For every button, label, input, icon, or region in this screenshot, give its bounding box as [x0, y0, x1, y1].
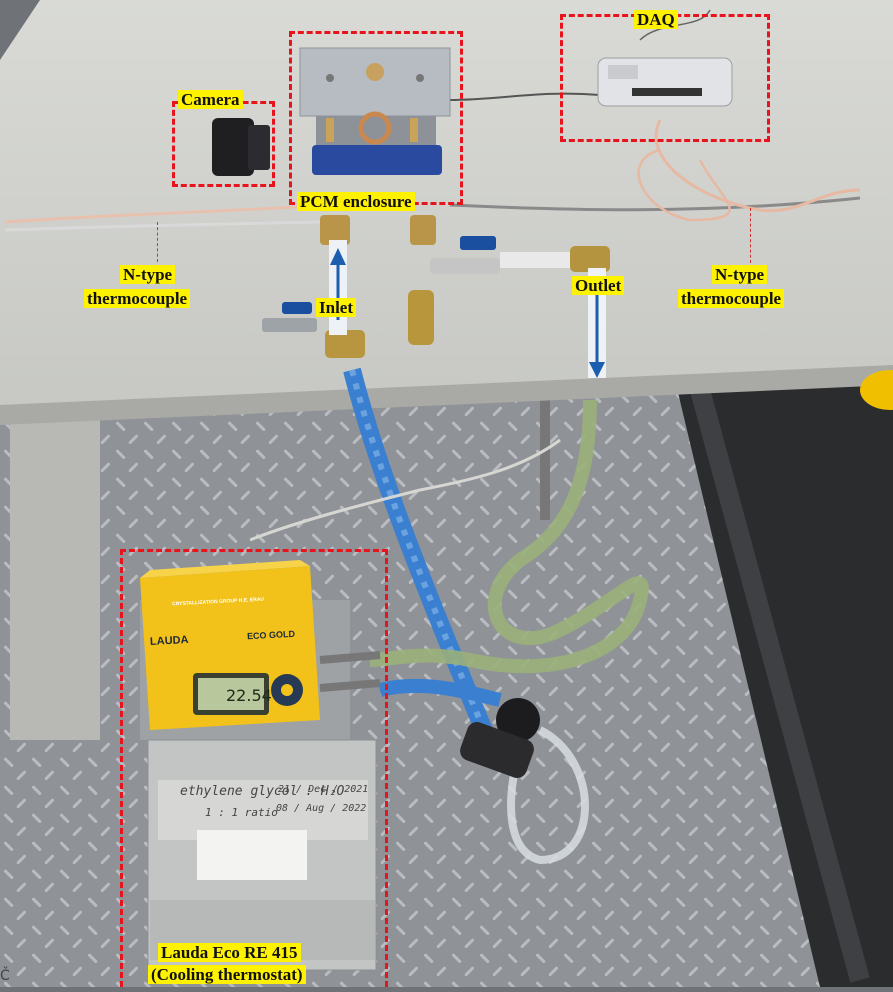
- pcm-enclosure-label: PCM enclosure: [297, 192, 415, 211]
- note-line2: 1 : 1 ratio: [205, 806, 278, 819]
- daq-label: DAQ: [634, 10, 678, 29]
- outlet-label: Outlet: [572, 276, 625, 295]
- note-line1: ethylene glycol : H₂O: [180, 784, 345, 799]
- camera-highlight-box: [172, 101, 275, 187]
- pcm-enclosure-highlight-box: [289, 31, 463, 205]
- note-line4: 08 / Aug / 2022: [276, 803, 367, 814]
- right-thermocouple-label-line1: N-type: [712, 265, 768, 284]
- daq-highlight-box: [560, 14, 770, 142]
- thermostat-label-line1: Lauda Eco RE 415: [158, 943, 301, 962]
- thermostat-highlight-box: [120, 549, 388, 987]
- inlet-label: Inlet: [316, 298, 356, 317]
- left-thermocouple-label-line1: N-type: [120, 265, 176, 284]
- note-line3: 21 / Dec / 2021: [278, 784, 369, 795]
- right-thermocouple-pointer: [750, 208, 751, 263]
- camera-label: Camera: [178, 90, 243, 109]
- left-thermocouple-pointer: [157, 222, 158, 262]
- right-thermocouple-label-line2: thermocouple: [678, 289, 785, 308]
- left-thermocouple-label-line2: thermocouple: [84, 289, 191, 308]
- thermostat-label-line2: (Cooling thermostat): [148, 965, 306, 984]
- corner-mark: Č: [0, 968, 10, 984]
- device-display-value: 22.54: [226, 686, 272, 705]
